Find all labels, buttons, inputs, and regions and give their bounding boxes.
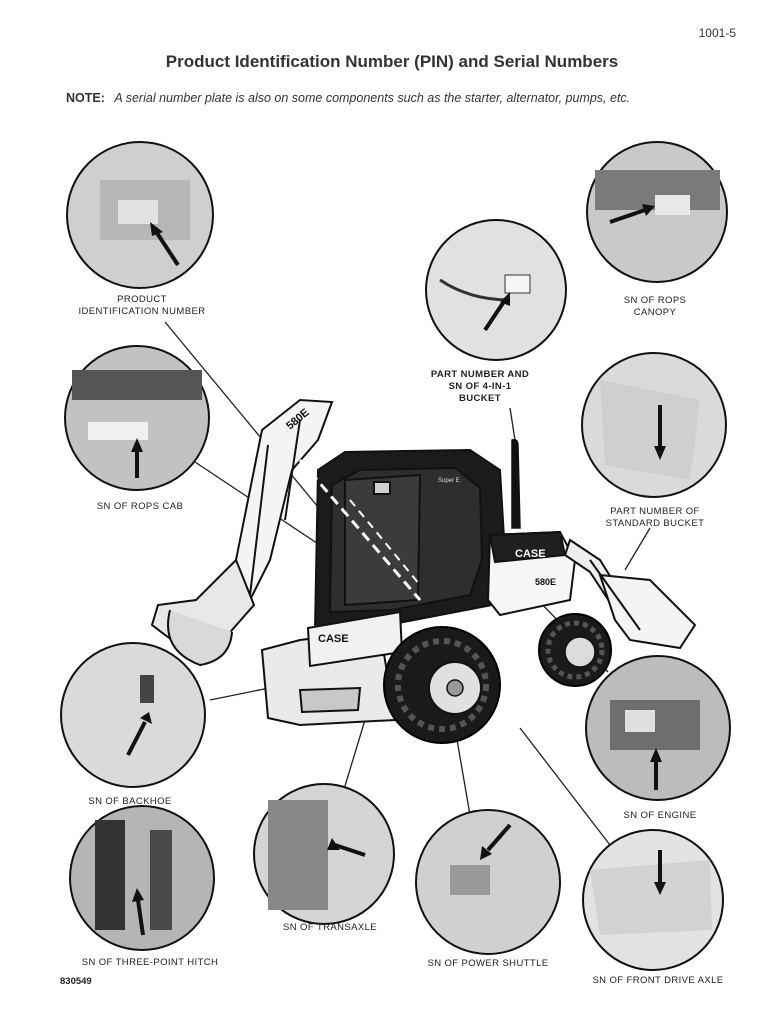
caption-rops-canopy-line1: SN OF ROPS [623, 295, 687, 306]
caption-std-bucket-line2: STANDARD BUCKET [605, 518, 705, 529]
caption-4in1-line2: SN OF 4-IN-1 [448, 381, 512, 392]
caption-product-identification-number: PRODUCT IDENTIFICATION NUMBER [62, 294, 222, 318]
note-text: A serial number plate is also on some co… [114, 91, 631, 105]
caption-engine: SN OF ENGINE [623, 810, 697, 821]
caption-pin-line1: PRODUCT [117, 294, 167, 305]
cab-badge-text: Super E [438, 478, 460, 484]
caption-power-shuttle: SN OF POWER SHUTTLE [427, 958, 549, 969]
caption-4in1-line3: BUCKET [459, 393, 501, 404]
front-wheel [538, 613, 612, 687]
detail-photo-pin [66, 141, 214, 289]
detail-photo-front-drive-axle [582, 829, 724, 971]
loader-model-text: 580E [535, 577, 556, 587]
caption-4in1-line1: PART NUMBER AND [430, 369, 530, 380]
caption-rops-canopy-line2: CANOPY [633, 307, 677, 318]
detail-photo-engine [585, 655, 731, 801]
detail-photo-transaxle [253, 783, 395, 925]
page-number: 1001-5 [698, 26, 736, 40]
caption-standard-bucket: PART NUMBER OF STANDARD BUCKET [590, 506, 720, 530]
loader-brand-text: CASE [515, 548, 546, 560]
note: NOTE: A serial number plate is also on s… [66, 91, 630, 105]
caption-backhoe: SN OF BACKHOE [88, 796, 172, 807]
caption-4in1-bucket: PART NUMBER AND SN OF 4-IN-1 BUCKET [410, 369, 550, 405]
detail-photo-rops-cab [64, 345, 210, 491]
detail-photo-rops-canopy [586, 141, 728, 283]
caption-three-point-hitch: SN OF THREE-POINT HITCH [81, 957, 219, 968]
figure-id: 830549 [60, 976, 92, 987]
caption-transaxle: SN OF TRANSAXLE [283, 922, 377, 933]
detail-photo-three-point-hitch [69, 805, 215, 951]
caption-std-bucket-line1: PART NUMBER OF [610, 506, 700, 517]
detail-photo-standard-bucket [581, 352, 727, 498]
page-title: Product Identification Number (PIN) and … [165, 52, 619, 71]
caption-front-drive-axle: SN OF FRONT DRIVE AXLE [592, 975, 724, 986]
caption-rops-canopy: SN OF ROPS CANOPY [590, 295, 720, 319]
caption-pin-line2: IDENTIFICATION NUMBER [78, 306, 206, 317]
rear-wheel [383, 626, 501, 744]
detail-photo-power-shuttle [415, 809, 561, 955]
backhoe-machine: 580E CASE Super E CASE 580E [150, 398, 697, 744]
detail-photo-backhoe [60, 642, 206, 788]
note-label: NOTE: [66, 91, 105, 105]
rear-brand-text: CASE [318, 633, 349, 645]
caption-rops-cab: SN OF ROPS CAB [96, 501, 184, 512]
detail-photo-4in1-bucket [425, 219, 567, 361]
